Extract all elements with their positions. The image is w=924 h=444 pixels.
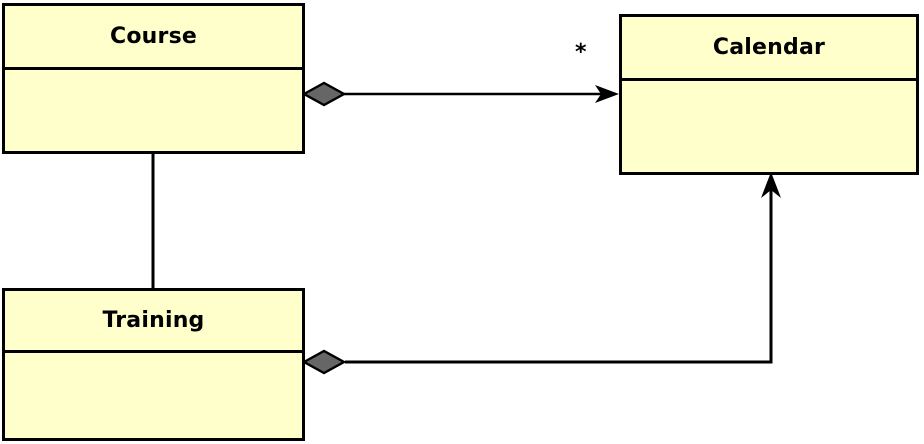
edge-course-calendar-diamond-icon <box>301 81 347 107</box>
uml-class-calendar-name: Calendar <box>712 34 826 60</box>
uml-class-calendar[interactable]: Calendar <box>619 14 919 175</box>
uml-class-calendar-title-row: Calendar <box>622 17 916 81</box>
edge-course-calendar[interactable] <box>301 81 619 107</box>
uml-class-training-name: Training <box>102 307 205 333</box>
edge-training-calendar-line <box>345 182 773 364</box>
edge-training-calendar-diamond-icon <box>301 349 347 375</box>
edge-course-calendar-arrowhead-icon <box>595 85 619 103</box>
uml-class-training[interactable]: Training <box>2 288 305 441</box>
edge-training-calendar[interactable] <box>301 172 781 375</box>
uml-class-course-name: Course <box>110 23 197 49</box>
uml-class-course[interactable]: Course <box>2 3 305 154</box>
multiplicity-label-course-calendar: * <box>575 40 587 65</box>
uml-class-calendar-attributes-compartment <box>622 81 916 172</box>
uml-class-training-attributes-compartment <box>5 353 302 438</box>
uml-class-course-attributes-compartment <box>5 70 302 151</box>
uml-class-training-title-row: Training <box>5 291 302 353</box>
edge-training-calendar-arrowhead-icon <box>761 172 781 198</box>
uml-class-course-title-row: Course <box>5 6 302 70</box>
